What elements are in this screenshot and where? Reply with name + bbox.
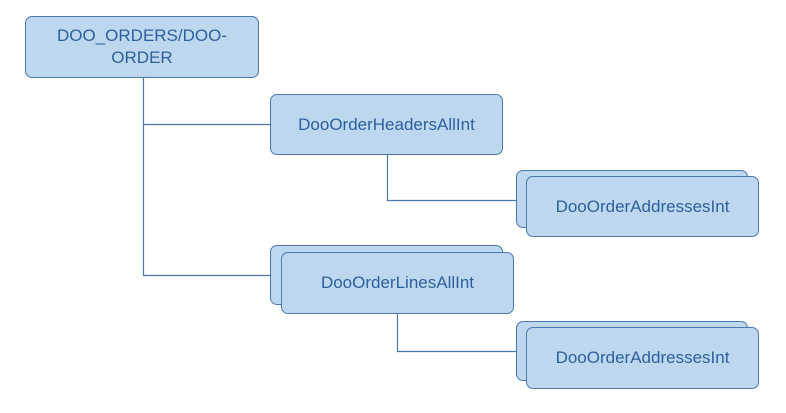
node-label: DooOrderLinesAllInt	[320, 273, 475, 292]
node-label: DooOrderHeadersAllInt	[298, 114, 475, 134]
connector-lines-to-addresses	[396, 314, 516, 353]
connector-root-to-headers	[142, 78, 270, 126]
node-doo-orders-root: DOO_ORDERS/DOO-ORDER	[25, 16, 259, 78]
node-headers-addresses: DooOrderAddressesInt	[526, 176, 759, 237]
node-label: DooOrderAddressesInt	[555, 196, 730, 216]
connector-headers-to-addresses	[386, 155, 516, 202]
connector-root-to-lines	[142, 124, 270, 277]
node-label: DOO_ORDERS/DOO-ORDER	[56, 26, 228, 67]
node-order-headers: DooOrderHeadersAllInt	[270, 94, 503, 155]
node-order-lines: DooOrderLinesAllInt	[281, 252, 514, 314]
node-lines-addresses: DooOrderAddressesInt	[526, 327, 759, 389]
node-label: DooOrderAddressesInt	[555, 348, 730, 367]
